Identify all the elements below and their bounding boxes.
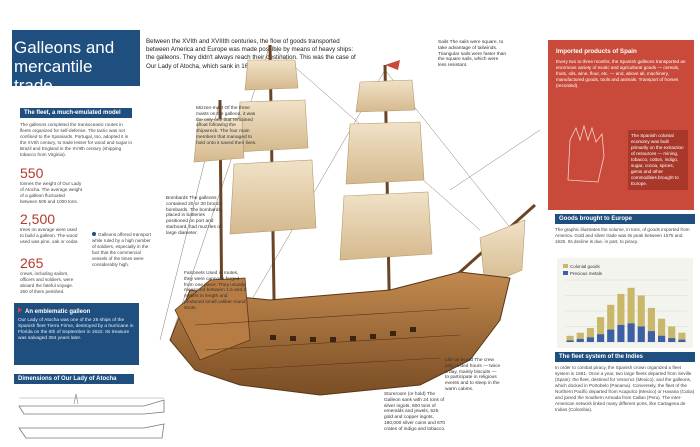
bar-metal-7: [627, 323, 635, 342]
stat-trees-text: trees on average were used to build a ga…: [20, 227, 79, 244]
stat-crew-value: 265: [20, 255, 44, 271]
page-title: Galleons and mercantile trade: [14, 38, 134, 95]
section-fleet-title: The fleet, a much-emulated model: [20, 108, 132, 118]
bar-metal-8: [637, 326, 645, 342]
bar-metal-4: [597, 334, 605, 342]
title-line-2: mercantile trade: [14, 57, 93, 95]
stat-weight-text: tonnes the weight of Our Lady of Atocha.…: [20, 181, 82, 204]
goods-chart: Colonial goods Precious metals: [557, 258, 693, 348]
bar-colonial-7: [627, 287, 635, 342]
title-panel: [12, 30, 140, 86]
emblem-box: An emblematic galleon Our Lady of Atocha…: [14, 303, 139, 365]
legend-metal-label: Precious metals: [570, 271, 603, 276]
label-sails: Sails The sails were square, to take adv…: [438, 40, 507, 69]
bar-metal-11: [668, 338, 676, 342]
bar-colonial-6: [617, 293, 625, 342]
bar-colonial-12: [678, 332, 686, 342]
dimensions-diagram: [18, 393, 165, 439]
label-life-on-board: Life on board The crew only rested hours…: [445, 358, 501, 392]
bullet-icon: [92, 232, 96, 236]
imported-title: Imported products of Spain: [556, 48, 637, 55]
bar-colonial-4: [597, 317, 605, 342]
stat-trees-value: 2,500: [20, 211, 56, 227]
section-fleet-text: The galleons completed the transoceanic …: [20, 122, 133, 157]
bar-metal-2: [576, 338, 584, 342]
bar-metal-9: [647, 331, 655, 342]
indies-title: The fleet system of the Indies: [555, 352, 695, 362]
label-mizzen-mast: Mizzen-mast Of the three masts on the ga…: [196, 106, 257, 146]
hand-sketch-icon: [567, 124, 605, 183]
bar-colonial-1: [566, 335, 574, 342]
intro-paragraph: Between the XVIth and XVIIIth centuries,…: [146, 38, 356, 70]
label-falconets: Falconets Used in routes, they were cann…: [184, 271, 247, 311]
imported-text: Every two to three months, the Spanish g…: [556, 59, 686, 88]
bar-metal-10: [658, 335, 666, 342]
emblem-title: An emblematic galleon: [18, 307, 135, 315]
arrow-icon: [18, 307, 22, 313]
bar-colonial-2: [576, 332, 584, 342]
stat-weight-value: 550: [20, 165, 44, 181]
chart-legend: Colonial goods Precious metals: [563, 264, 603, 276]
label-galleons-note: Galleons offered transport while ruled b…: [92, 232, 152, 267]
title-line-1: Galleons and: [14, 38, 115, 57]
bar-metal-12: [678, 339, 686, 342]
label-storeroom: Storeroom (or hold) The Galleon sank wit…: [384, 392, 446, 432]
bar-metal-1: [566, 340, 574, 342]
bar-colonial-3: [586, 328, 594, 342]
emblem-text: Our Lady of Atocha was one of the 28 shi…: [18, 318, 134, 341]
indies-text: In order to combat piracy, the Spanish c…: [555, 365, 695, 412]
label-bombards: Bombards The galleons contained 20 or 30…: [166, 196, 223, 236]
bar-colonial-5: [607, 304, 615, 342]
legend-colonial-swatch: [563, 264, 568, 268]
bar-metal-5: [607, 329, 615, 342]
bar-metal-6: [617, 324, 625, 342]
dimensions-title: Dimensions of Our Lady of Atocha: [14, 374, 134, 384]
goods-text: The graphic illustrates the volume, in t…: [555, 227, 690, 244]
galleon-illustration: [159, 44, 541, 396]
spanish-note: The Spanish colonial economy was built p…: [628, 130, 688, 190]
bar-colonial-9: [647, 307, 655, 342]
stat-crew-text: crews, including sailors, officers and s…: [20, 271, 74, 294]
goods-title: Goods brought to Europe: [555, 214, 695, 224]
legend-colonial-label: Colonial goods: [570, 264, 601, 269]
legend-metal-swatch: [563, 271, 568, 275]
imported-products-box: Imported products of Spain Every two to …: [548, 40, 694, 210]
bar-colonial-11: [668, 326, 676, 342]
bar-colonial-10: [658, 318, 666, 342]
bar-metal-3: [586, 337, 594, 342]
bar-colonial-8: [637, 295, 645, 342]
